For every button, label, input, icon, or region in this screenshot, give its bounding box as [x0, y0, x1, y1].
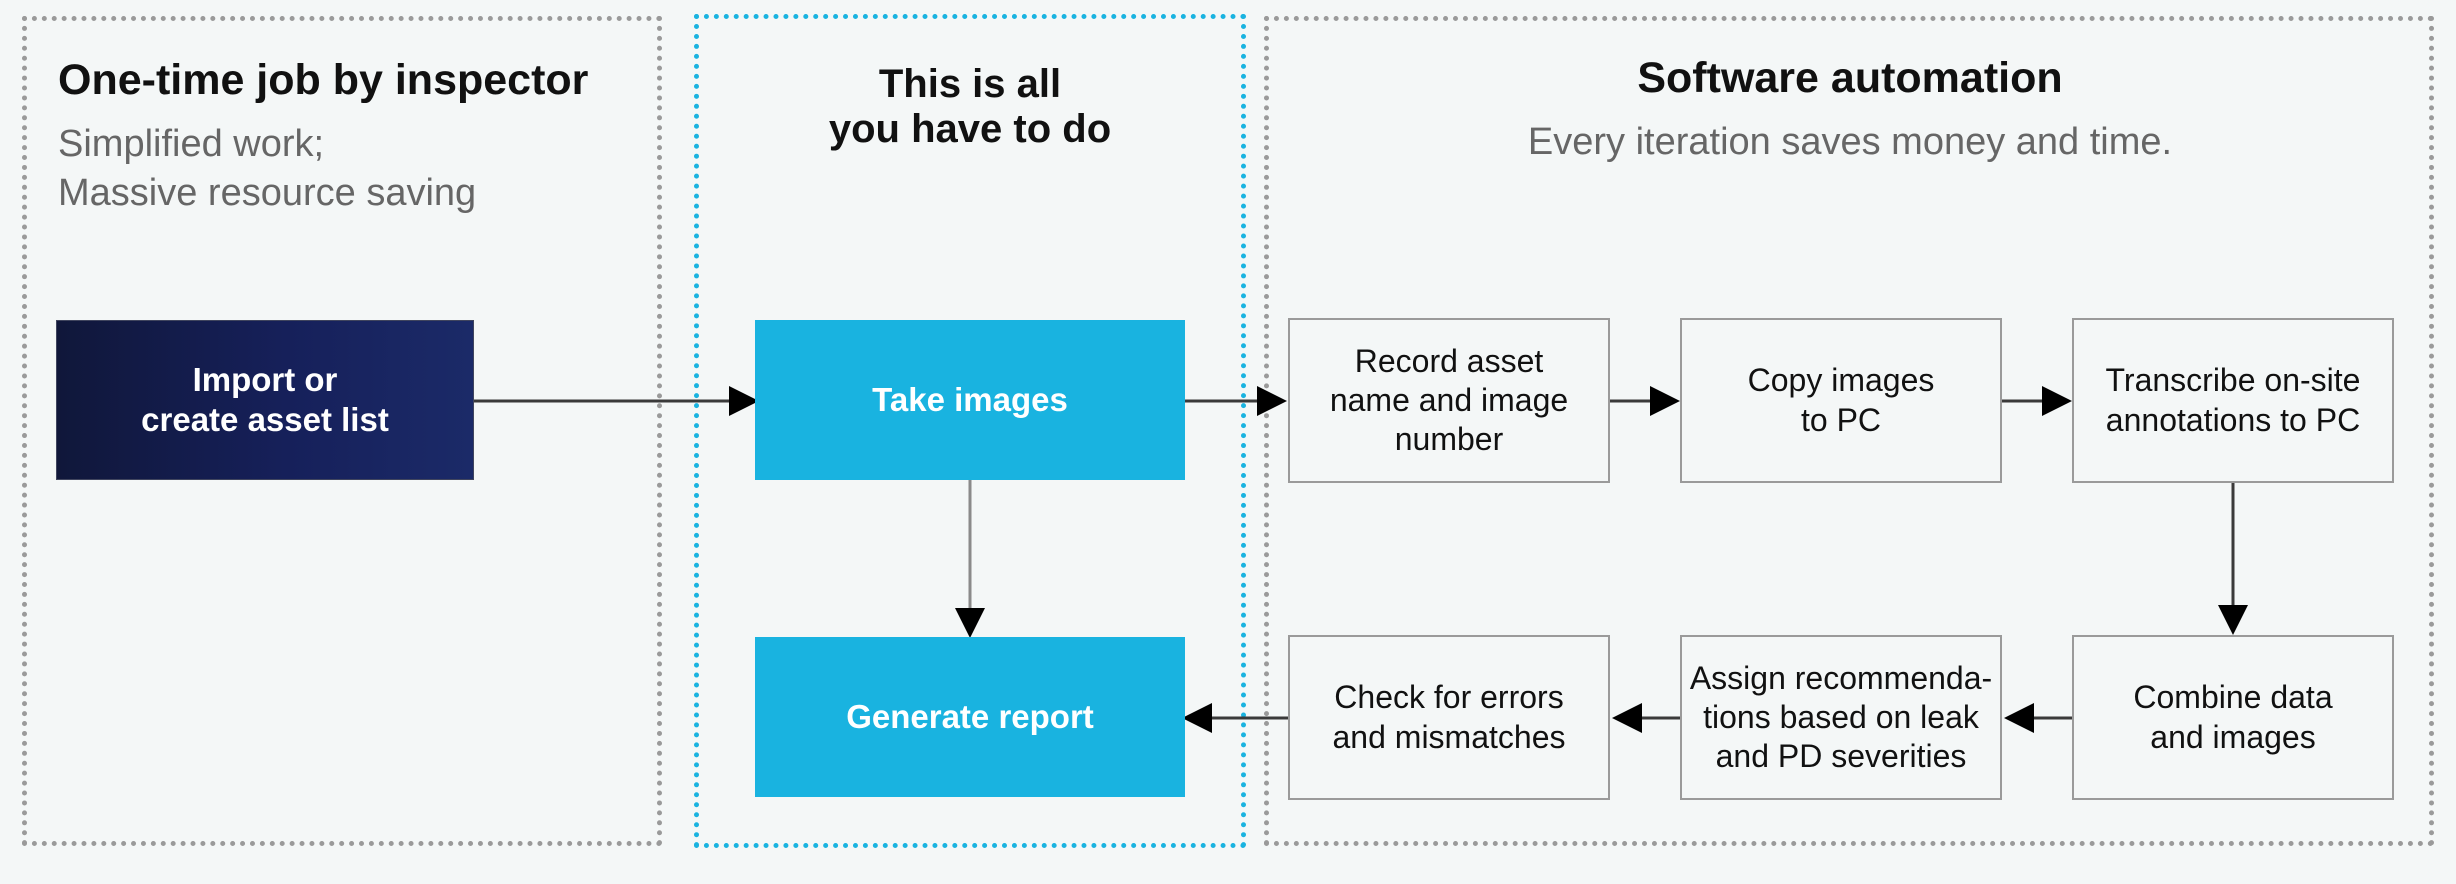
panel-left-title: One-time job by inspector: [58, 56, 589, 104]
edge-combine-to-assign-recommendations: [2002, 698, 2077, 738]
edge-copy-images-to-transcribe: [2002, 381, 2077, 421]
node-take-images[interactable]: Take images: [755, 320, 1185, 480]
edge-transcribe-to-combine: [2213, 483, 2253, 638]
edge-import-to-take-images: [474, 381, 764, 421]
edge-assign-recommendations-to-check-errors: [1610, 698, 1685, 738]
node-transcribe-onsite-annotations-to-pc[interactable]: Transcribe on-site annotations to PC: [2072, 318, 2394, 483]
panel-right-title: Software automation: [1637, 54, 2063, 102]
node-check-for-errors-and-mismatches[interactable]: Check for errors and mismatches: [1288, 635, 1610, 800]
node-combine-data-and-images[interactable]: Combine data and images: [2072, 635, 2394, 800]
edge-check-errors-to-generate-report: [1180, 698, 1292, 738]
node-generate-report[interactable]: Generate report: [755, 637, 1185, 797]
edge-take-images-to-record-asset: [1185, 381, 1295, 421]
panel-left-subtitle: Simplified work; Massive resource saving: [58, 123, 477, 214]
node-copy-images-to-pc[interactable]: Copy images to PC: [1680, 318, 2002, 483]
edge-record-asset-to-copy-images: [1610, 381, 1685, 421]
panel-middle-title: This is all you have to do: [828, 62, 1112, 151]
node-record-asset-name-and-image-number[interactable]: Record asset name and image number: [1288, 318, 1610, 483]
edge-take-images-to-generate-report: [950, 480, 990, 640]
node-import-or-create-asset-list[interactable]: Import or create asset list: [56, 320, 474, 480]
node-assign-recommendations[interactable]: Assign recommenda- tions based on leak a…: [1680, 635, 2002, 800]
panel-right-subtitle: Every iteration saves money and time.: [1527, 121, 2173, 163]
